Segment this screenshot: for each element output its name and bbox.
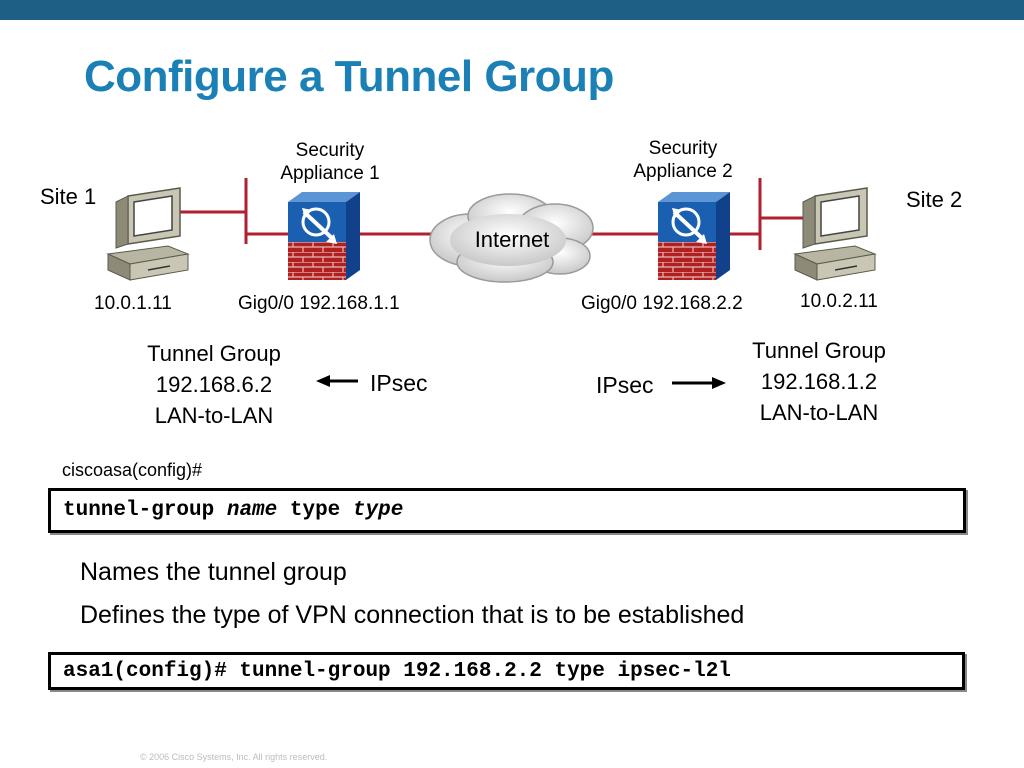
security-appliance-1-icon bbox=[288, 192, 360, 280]
slide-title: Configure a Tunnel Group bbox=[84, 52, 614, 101]
description-1: Names the tunnel group bbox=[80, 558, 347, 586]
site2-label: Site 2 bbox=[906, 187, 963, 212]
security-appliance-2-icon bbox=[658, 192, 730, 280]
appliance1-label: Security Appliance 1 bbox=[262, 139, 398, 185]
appliance1-label-line2: Appliance 1 bbox=[280, 163, 380, 184]
syntax-keyword: tunnel-group bbox=[63, 499, 215, 522]
top-banner bbox=[0, 0, 1024, 20]
syntax-arg-name: name bbox=[226, 499, 278, 522]
description-2: Defines the type of VPN connection that … bbox=[80, 601, 745, 629]
syntax-type-keyword: type bbox=[289, 499, 341, 522]
appliance1-interface: Gig0/0 192.168.1.1 bbox=[238, 293, 400, 314]
copyright: © 2006 Cisco Systems, Inc. All rights re… bbox=[140, 752, 328, 762]
site2-tunnel-group-line3: LAN-to-LAN bbox=[759, 400, 879, 425]
appliance2-label-line2: Appliance 2 bbox=[633, 161, 733, 182]
appliance2-interface: Gig0/0 192.168.2.2 bbox=[581, 293, 743, 314]
site2-ipsec-label: IPsec bbox=[596, 372, 654, 398]
example-command: asa1(config)# tunnel-group 192.168.2.2 t… bbox=[63, 660, 731, 683]
site1-ipsec-label: IPsec bbox=[370, 370, 428, 396]
site1-label: Site 1 bbox=[40, 184, 97, 209]
site2-tunnel-group-line2: 192.168.1.2 bbox=[760, 369, 878, 394]
site1-lan-link bbox=[170, 178, 290, 244]
ipsec-arrow-left-icon bbox=[316, 375, 358, 387]
syntax-box: tunnel-group name type type bbox=[48, 488, 966, 533]
site2-pc-icon bbox=[793, 187, 877, 281]
site2-tunnel-group-line1: Tunnel Group bbox=[752, 338, 886, 363]
appliance2-label-line1: Security bbox=[648, 138, 718, 159]
config-prompt: ciscoasa(config)# bbox=[62, 460, 203, 480]
internet-label: Internet bbox=[474, 227, 550, 252]
appliance1-label-line1: Security bbox=[295, 140, 365, 161]
site2-host-ip: 10.0.2.11 bbox=[800, 291, 878, 312]
site1-host-ip: 10.0.1.11 bbox=[94, 293, 172, 314]
site1-tunnel-group-line2: 192.168.6.2 bbox=[155, 372, 273, 397]
site1-tunnel-group-line3: LAN-to-LAN bbox=[154, 403, 274, 428]
network-diagram bbox=[106, 178, 877, 389]
ipsec-arrow-right-icon bbox=[672, 377, 726, 389]
site1-pc-icon bbox=[106, 187, 190, 281]
site1-tunnel-group: Tunnel Group 192.168.6.2 LAN-to-LAN bbox=[122, 338, 306, 431]
internet-cloud-icon bbox=[429, 193, 594, 283]
syntax-arg-type: type bbox=[352, 499, 404, 522]
appliance2-label: Security Appliance 2 bbox=[615, 137, 751, 183]
example-command-box: asa1(config)# tunnel-group 192.168.2.2 t… bbox=[48, 652, 965, 690]
site2-tunnel-group: Tunnel Group 192.168.1.2 LAN-to-LAN bbox=[727, 335, 911, 428]
site1-tunnel-group-line1: Tunnel Group bbox=[147, 341, 281, 366]
